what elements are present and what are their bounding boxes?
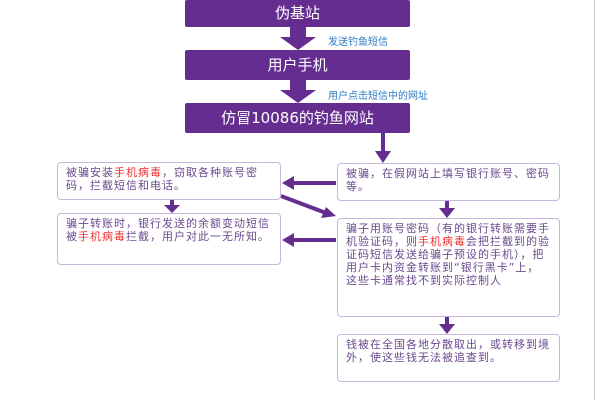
- send-sms-label: 发送钓鱼短信: [328, 37, 388, 48]
- text: 被骗安装: [66, 166, 114, 179]
- text: 骗子转账时，银行发送的余额变动短信被: [66, 217, 270, 243]
- divider: [594, 0, 595, 400]
- right-box-fill-info: 被骗，在假网站上填写银行账号、密码等。: [337, 163, 560, 201]
- arrow-left1-to-right2: [280, 194, 327, 215]
- highlight-text: 手机病毒: [78, 230, 126, 243]
- text: 拦截，用户对此一无所知。: [126, 230, 270, 243]
- down-arrow-2: [280, 80, 316, 103]
- highlight-text: 手机病毒: [418, 235, 466, 248]
- text: 骗子用账号密码（有的银行转账需要手机验证码，则: [346, 222, 550, 248]
- right-box-transfer: 骗子用账号密码（有的银行转账需要手机验证码，则手机病毒会把拦截到的验证码短信发送…: [337, 218, 560, 317]
- text: 会把拦截到的验证码短信发送给骗子预设的手机），把用户卡内资金转账到“银行黑卡”上…: [346, 235, 550, 287]
- text: ，窃取各种账号密码，拦截短信和电话。: [66, 166, 258, 192]
- down-arrow-1: [280, 27, 316, 50]
- right-box-cash-out: 钱被在全国各地分散取出，或转移到境外，使这些钱无法被追查到。: [337, 334, 560, 382]
- phishing-site-node: 仿冒10086的钓鱼网站: [185, 103, 410, 133]
- highlight-text: 手机病毒: [114, 166, 162, 179]
- click-link-label: 用户点击短信中的网址: [328, 91, 428, 102]
- left-box-virus-install: 被骗安装手机病毒，窃取各种账号密码，拦截短信和电话。: [57, 162, 281, 200]
- fake-base-station-node: 伪基站: [185, 0, 410, 27]
- left-box-sms-intercept: 骗子转账时，银行发送的余额变动短信被手机病毒拦截，用户对此一无所知。: [57, 213, 281, 265]
- user-phone-node: 用户手机: [185, 50, 410, 80]
